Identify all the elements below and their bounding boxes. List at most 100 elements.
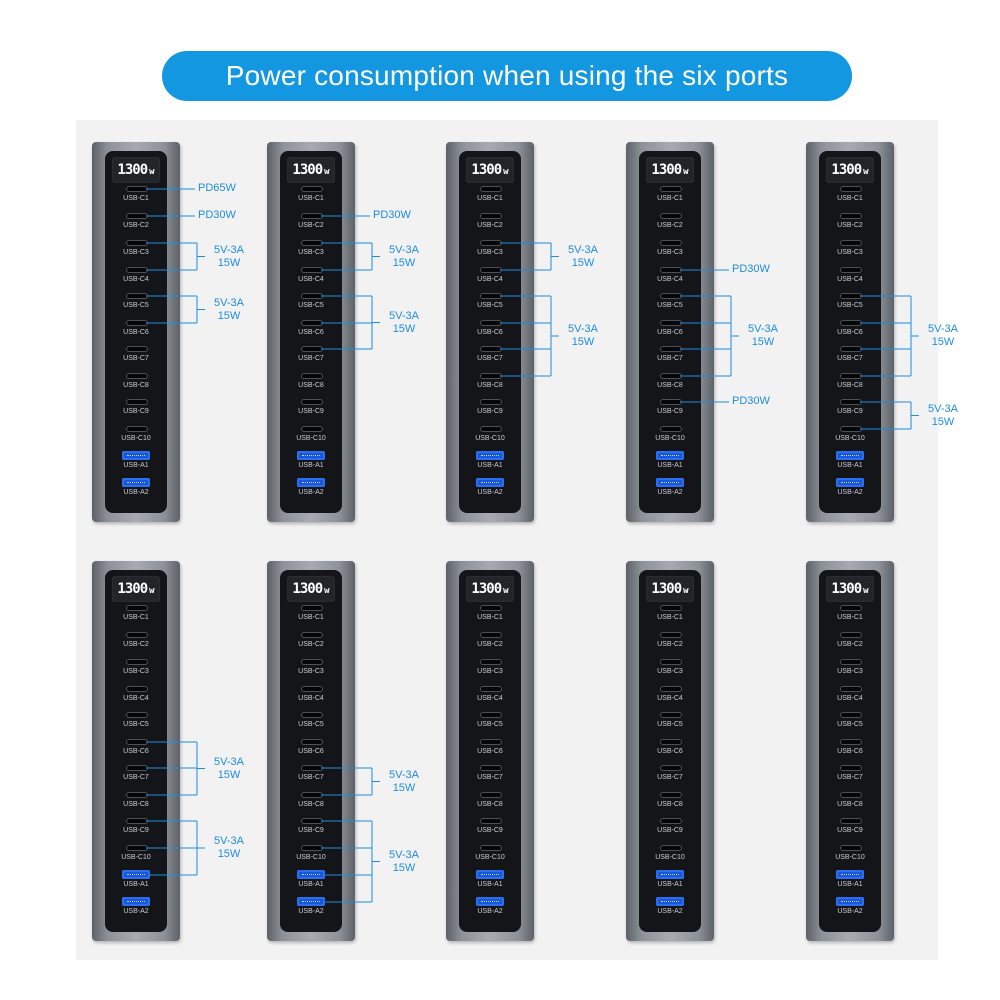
port-label: USB-C2 bbox=[298, 222, 324, 229]
port-label: USB-C6 bbox=[837, 748, 863, 755]
port-label: USB-C2 bbox=[657, 222, 683, 229]
port-label: USB-A1 bbox=[837, 462, 863, 469]
port-label: USB-C4 bbox=[657, 276, 683, 283]
port-label: USB-C3 bbox=[657, 249, 683, 256]
port-label: USB-C4 bbox=[657, 695, 683, 702]
usb-c-port bbox=[301, 818, 323, 824]
usb-c-port bbox=[660, 712, 682, 718]
usb-c-port bbox=[840, 686, 862, 692]
usb-c-port bbox=[660, 213, 682, 219]
port-label: USB-C5 bbox=[298, 302, 324, 309]
port-label: USB-C8 bbox=[123, 382, 149, 389]
port-label: USB-C9 bbox=[837, 408, 863, 415]
port-label: USB-C9 bbox=[477, 408, 503, 415]
callout-line-text: 15W bbox=[392, 781, 416, 794]
usb-c-port bbox=[126, 267, 148, 273]
port-label: USB-C5 bbox=[123, 302, 149, 309]
usb-c-port bbox=[840, 845, 862, 851]
port-label: USB-A2 bbox=[123, 908, 149, 915]
port-label: USB-C7 bbox=[837, 774, 863, 781]
usb-c-port bbox=[301, 213, 323, 219]
callout-line-text: 5V-3A bbox=[214, 755, 244, 768]
usb-a-port bbox=[836, 870, 864, 879]
usb-c-port bbox=[301, 426, 323, 432]
port-label: USB-C5 bbox=[298, 721, 324, 728]
usb-c-port bbox=[480, 213, 502, 219]
port-label: USB-C6 bbox=[298, 748, 324, 755]
port-label: USB-A2 bbox=[298, 908, 324, 915]
usb-c-port bbox=[480, 186, 502, 192]
usb-c-port bbox=[480, 659, 502, 665]
port-label: USB-C7 bbox=[477, 774, 503, 781]
usb-c-port bbox=[660, 240, 682, 246]
usb-a-port bbox=[836, 478, 864, 487]
port-label: USB-A1 bbox=[123, 881, 149, 888]
usb-c-port bbox=[126, 213, 148, 219]
usb-c-port bbox=[480, 792, 502, 798]
usb-c-port bbox=[480, 739, 502, 745]
usb-c-port bbox=[840, 320, 862, 326]
port-label: USB-C5 bbox=[837, 721, 863, 728]
display-unit: w bbox=[324, 586, 330, 596]
port-label: USB-C1 bbox=[298, 614, 324, 621]
usb-a-port bbox=[836, 451, 864, 460]
port-label: USB-C3 bbox=[477, 668, 503, 675]
usb-a-port bbox=[122, 870, 150, 879]
port-label: USB-C3 bbox=[837, 249, 863, 256]
port-label: USB-A1 bbox=[123, 462, 149, 469]
usb-c-port bbox=[660, 739, 682, 745]
port-label: USB-C6 bbox=[657, 329, 683, 336]
usb-c-port bbox=[480, 240, 502, 246]
display-unit: w bbox=[503, 586, 509, 596]
usb-c-port bbox=[126, 373, 148, 379]
display-value: 1300 bbox=[471, 162, 502, 178]
usb-a-port bbox=[656, 897, 684, 906]
port-label: USB-C3 bbox=[298, 249, 324, 256]
usb-a-port bbox=[122, 478, 150, 487]
port-label: USB-A2 bbox=[477, 908, 503, 915]
display-value: 1300 bbox=[292, 162, 323, 178]
callout-line-text: 5V-3A bbox=[748, 323, 778, 335]
port-label: USB-C7 bbox=[477, 355, 503, 362]
usb-c-port bbox=[301, 373, 323, 379]
callout-line-text: 15W bbox=[751, 336, 775, 348]
usb-c-port bbox=[840, 632, 862, 638]
display-unit: w bbox=[863, 167, 869, 177]
port-label: USB-C9 bbox=[657, 827, 683, 834]
port-label: USB-A2 bbox=[837, 908, 863, 915]
callout-line-text: 15W bbox=[217, 768, 241, 781]
port-label: USB-C2 bbox=[123, 222, 149, 229]
port-label: USB-A2 bbox=[657, 489, 683, 496]
port-label: USB-C10 bbox=[655, 854, 685, 861]
usb-c-port bbox=[660, 293, 682, 299]
port-label: USB-C1 bbox=[477, 195, 503, 202]
port-label: USB-A1 bbox=[657, 462, 683, 469]
usb-c-port bbox=[480, 373, 502, 379]
display-value: 1300 bbox=[117, 581, 148, 597]
port-label: USB-C6 bbox=[123, 329, 149, 336]
port-label: USB-C4 bbox=[123, 276, 149, 283]
display-unit: w bbox=[324, 167, 330, 177]
usb-c-port bbox=[301, 320, 323, 326]
title-banner: Power consumption when using the six por… bbox=[162, 51, 852, 101]
port-label: USB-C7 bbox=[123, 355, 149, 362]
callout-line-text: 5V-3A bbox=[389, 309, 419, 322]
display-unit: w bbox=[149, 586, 155, 596]
port-label: USB-C9 bbox=[837, 827, 863, 834]
port-label: USB-C10 bbox=[475, 854, 505, 861]
callout-line-text: 15W bbox=[217, 309, 241, 322]
usb-c-port bbox=[840, 346, 862, 352]
